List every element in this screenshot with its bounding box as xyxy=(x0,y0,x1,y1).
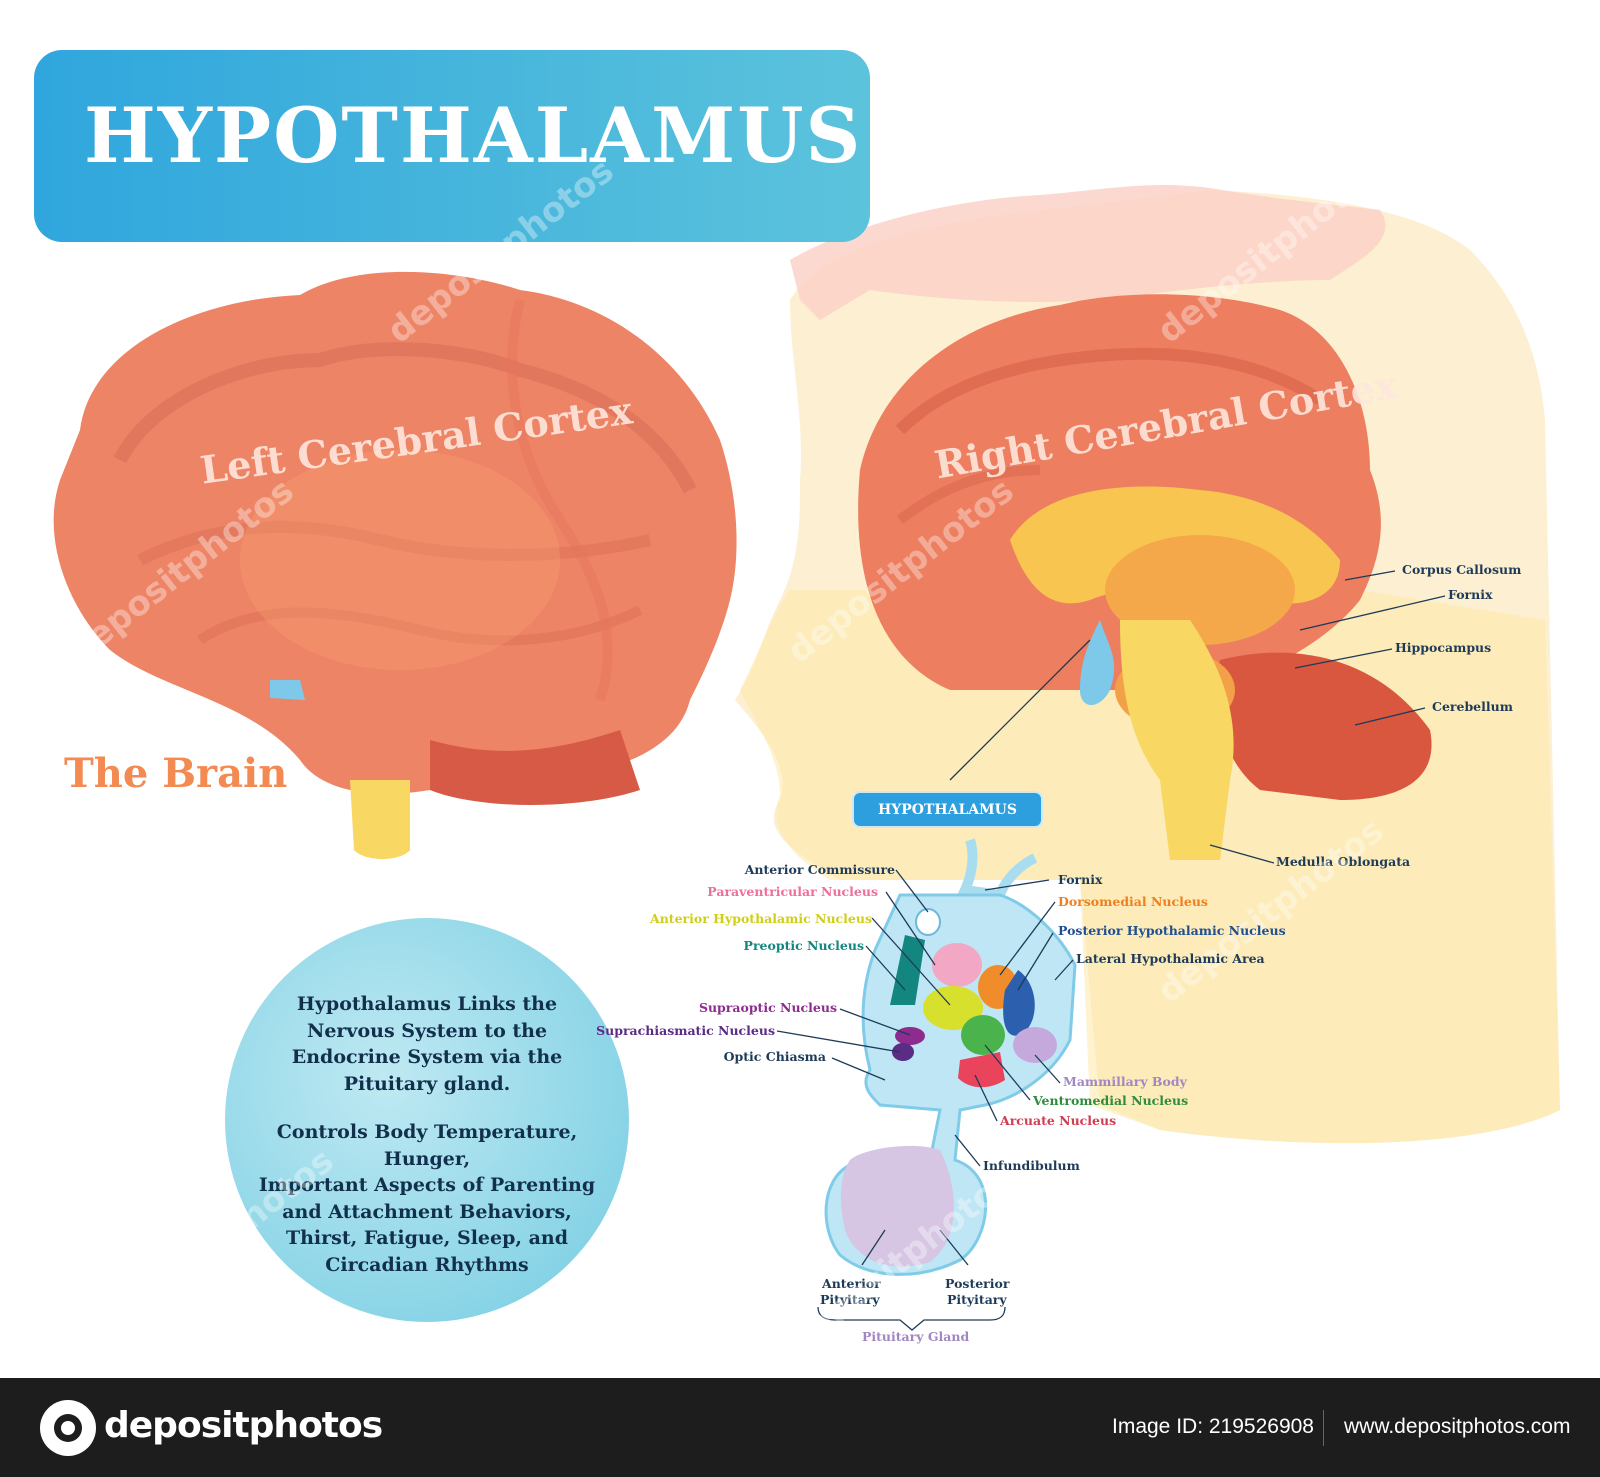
label-posterior-pituitary-1: Posterior xyxy=(945,1276,1010,1291)
hypothalamus-tag-text: HYPOTHALAMUS xyxy=(878,801,1017,818)
label-posterior-pituitary-2: Pityitary xyxy=(947,1292,1007,1307)
info-line: Nervous System to the xyxy=(306,1019,548,1042)
detail-label-ventromedial-nucleus: Ventromedial Nucleus xyxy=(1033,1093,1189,1108)
detail-label-lateral-hypothalamic-area: Lateral Hypothalamic Area xyxy=(1076,951,1265,966)
info-line: Controls Body Temperature, Hunger, xyxy=(276,1121,578,1170)
hypothalamus-tag: HYPOTHALAMUS xyxy=(852,791,1043,828)
footer-site-link[interactable]: www.depositphotos.com xyxy=(1344,1415,1571,1438)
info-circle xyxy=(225,918,629,1322)
footer-image-id: Image ID: 219526908 xyxy=(1112,1415,1314,1438)
label-corpus-callosum: Corpus Callosum xyxy=(1402,562,1522,577)
detail-label-posterior-hypothalamic-nucleus: Posterior Hypothalamic Nucleus xyxy=(1058,923,1286,938)
detail-label-preoptic-nucleus: Preoptic Nucleus xyxy=(743,938,864,953)
label-anterior-pituitary-2: Pityitary xyxy=(820,1292,880,1307)
detail-label-anterior-commissure: Anterior Commissure xyxy=(744,862,895,877)
detail-label-optic-chiasma: Optic Chiasma xyxy=(723,1049,826,1064)
info-line: Thirst, Fatigue, Sleep, and xyxy=(285,1227,569,1249)
label-anterior-pituitary-1: Anterior xyxy=(822,1276,881,1291)
detail-label-fornix: Fornix xyxy=(1058,872,1103,887)
left-brain-illustration xyxy=(53,271,737,859)
brain-caption: The Brain xyxy=(64,750,288,797)
info-line: Important Aspects of Parenting xyxy=(258,1174,596,1196)
info-line: Hypothalamus Links the xyxy=(296,993,558,1015)
diagram-artwork xyxy=(53,185,1560,1331)
info-line: Circadian Rhythms xyxy=(325,1253,529,1276)
info-paragraph-2: Controls Body Temperature, Hunger, Import… xyxy=(235,1119,619,1278)
label-pituitary-gland: Pituitary Gland xyxy=(862,1329,970,1344)
detail-label-paraventricular-nucleus: Paraventricular Nucleus xyxy=(707,884,878,899)
leader-lines xyxy=(776,570,1446,1331)
title-banner xyxy=(34,50,870,242)
detail-label-supraoptic-nucleus: Supraoptic Nucleus xyxy=(698,1000,837,1015)
diagram-canvas: HYPOTHALAMUS Left Cerebral Cortex Right … xyxy=(34,50,1560,1344)
page-title: HYPOTHALAMUS xyxy=(84,91,863,180)
hair-shape xyxy=(790,185,1386,320)
footer-bar xyxy=(0,1378,1600,1477)
footer-divider xyxy=(1323,1410,1324,1446)
hypothalamus-detail xyxy=(824,838,1077,1276)
label-fornix-brain: Fornix xyxy=(1448,587,1493,602)
right-brain-illustration xyxy=(858,294,1432,860)
label-cerebellum: Cerebellum xyxy=(1432,699,1513,714)
info-line: Pituitary gland. xyxy=(343,1072,511,1095)
label-medulla-oblongata: Medulla Oblongata xyxy=(1276,854,1411,869)
detail-label-anterior-hypothalamic-nucleus: Anterior Hypothalamic Nucleus xyxy=(650,911,872,926)
label-hippocampus: Hippocampus xyxy=(1395,640,1492,655)
detail-label-arcuate-nucleus: Arcuate Nucleus xyxy=(1000,1113,1117,1128)
detail-label-dorsomedial-nucleus: Dorsomedial Nucleus xyxy=(1058,894,1208,909)
info-line: Endocrine System via the xyxy=(291,1046,563,1068)
detail-label-infundibulum: Infundibulum xyxy=(983,1158,1080,1173)
depositphotos-logo-icon xyxy=(40,1400,96,1456)
info-line: and Attachment Behaviors, xyxy=(282,1200,572,1223)
detail-label-mammillary-body: Mammillary Body xyxy=(1063,1074,1187,1089)
detail-label-suprachiasmatic-nucleus: Suprachiasmatic Nucleus xyxy=(596,1023,775,1038)
footer-brand: depositphotos xyxy=(104,1405,383,1446)
